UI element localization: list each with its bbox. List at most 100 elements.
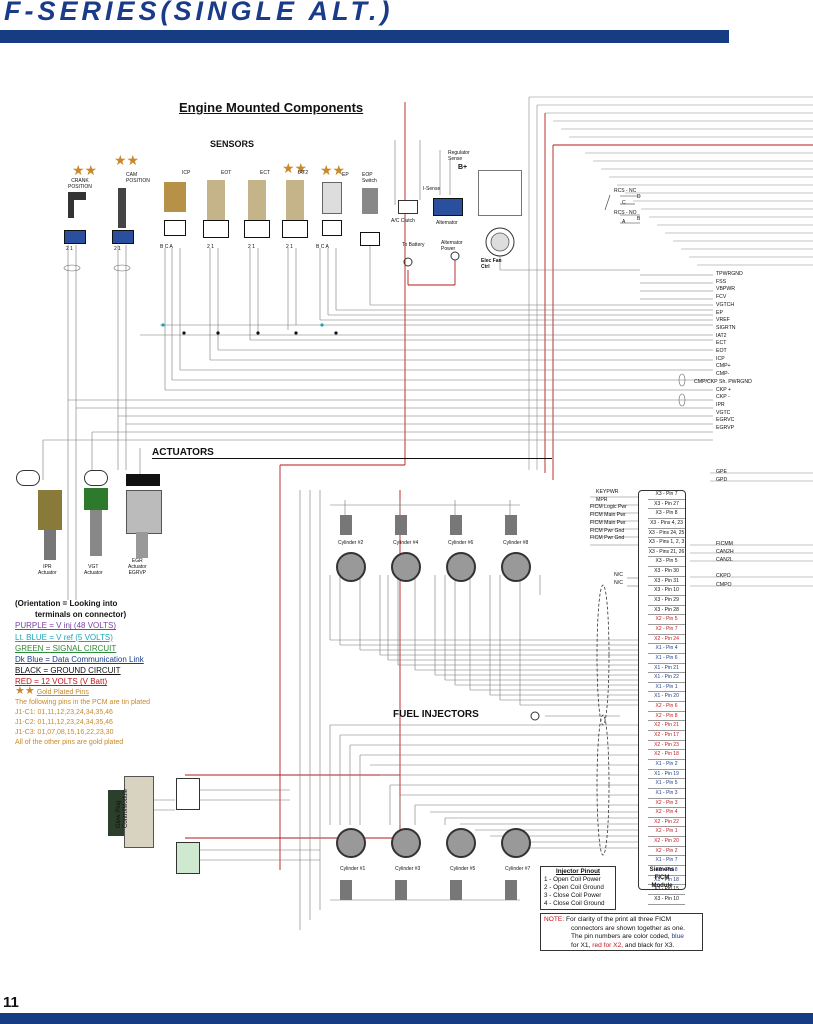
ficm-pin-row: X2 - Pin 3 xyxy=(648,799,685,809)
iat2-sensor-body xyxy=(286,180,304,220)
injector-top-6 xyxy=(450,515,462,535)
vgt-body xyxy=(84,488,108,510)
sensor-label: EOT xyxy=(221,170,232,176)
ficm-pin-row: X2 - Pin 5 xyxy=(648,615,685,625)
sensor-label: IAT2 xyxy=(298,170,309,176)
cylinder-1: Cylinder #1 xyxy=(330,826,374,876)
gold-marker: ★★ xyxy=(320,162,346,178)
cylinder-2: Cylinder #2 xyxy=(330,540,370,582)
cylinder-3: Cylinder #3 xyxy=(385,826,429,876)
sensor-label: CAM POSITION xyxy=(126,172,150,184)
ficm-pin-row: X1 - Pin 5 xyxy=(648,779,685,789)
signal-label-gpd: GPD xyxy=(716,477,728,483)
ficm-right-label: CAN2H xyxy=(716,549,734,555)
actuator-label: VGT Actuator xyxy=(84,564,103,576)
signal-label: CMP/CKP Sh. PWRGND xyxy=(694,378,752,385)
vgt-connector xyxy=(84,470,108,486)
glow-plug-module: Glow Plug ControlModule xyxy=(108,772,156,850)
sensor-ect: ECT 2 1 xyxy=(242,170,276,254)
sensor-pins: 2 1 xyxy=(66,246,73,252)
isense-label: I-Sense xyxy=(423,186,441,192)
legend: (Orientation = Looking into terminals on… xyxy=(15,598,144,688)
injector-pinout-item: 2 - Open Coil Ground xyxy=(544,884,604,891)
glow-plug-bracket xyxy=(108,790,124,836)
ficm-pin-row: X2 - Pin 8 xyxy=(648,712,685,722)
gold-title: ★★ Gold Plated Pins xyxy=(15,685,89,697)
injector-pinout-title: Injector Pinout xyxy=(555,868,601,875)
ficm-left-labels: KEYPWR MPR FICM Logic Pwr FICM Main Pwr … xyxy=(590,489,634,543)
note-line-1: NOTE: For clarity of the print all three… xyxy=(544,916,672,923)
page-title: F-SERIES(SINGLE ALT.) xyxy=(4,0,394,26)
actuator-label: IPR Actuator xyxy=(38,564,57,576)
cylinder-7: Cylinder #7 xyxy=(495,826,539,876)
injector-connector xyxy=(501,828,531,858)
signal-label: CKP - xyxy=(716,394,730,401)
fan-control-label: Elec Fan Ctrl xyxy=(481,258,502,270)
sensor-eot: EOT 2 1 xyxy=(201,170,235,254)
ficm-pin-row: X1 - Pin 19 xyxy=(648,770,685,780)
gold-line: J1-C1: 01,11,12,23,24,34,35,46 xyxy=(15,709,113,716)
eot-sensor-body xyxy=(207,180,225,220)
cylinder-5: Cylinder #5 xyxy=(440,826,484,876)
ficm-pin-row: X3 - Pin 10 xyxy=(648,895,685,905)
gold-marker: ★★ xyxy=(114,152,140,168)
ect-connector xyxy=(244,220,270,238)
signal-label: SIGRTN xyxy=(716,324,736,331)
sensor-eop-switch: EOP Switch xyxy=(356,172,390,254)
ipr-connector xyxy=(16,470,40,486)
injector-connector xyxy=(391,552,421,582)
legend-black: BLACK = GROUND CIRCUIT xyxy=(15,666,121,676)
injector-bottom-3 xyxy=(395,880,407,900)
nc-label-2: N/C xyxy=(614,580,623,586)
cylinder-label: Cylinder #3 xyxy=(395,866,421,872)
eop-connector xyxy=(360,232,380,246)
glow-plug-connector-1 xyxy=(176,778,200,810)
sensor-pins: 2 1 xyxy=(286,244,293,250)
ficm-pin-row: X2 - Pin 7 xyxy=(648,625,685,635)
relay-label-no: RCS - NO xyxy=(614,210,637,216)
signal-label: FCV xyxy=(716,294,727,301)
ficm-pin-row: X1 - Pin 2 xyxy=(648,760,685,770)
signal-label: VGTC xyxy=(716,409,731,416)
gold-marker: ★★ xyxy=(72,162,98,178)
ficm-pin-row: X1 - Pin 3 xyxy=(648,789,685,799)
ficm-pin-row: X1 - Pin 8 xyxy=(648,866,685,876)
sensor-label: ECT xyxy=(260,170,270,176)
ficm-right-label: FICMM xyxy=(716,541,733,547)
egr-connector xyxy=(126,474,160,486)
sensor-label: EOP Switch xyxy=(362,172,377,184)
sensor-pins: 2 1 xyxy=(248,244,255,250)
ficm-pin-row: X3 - Pin 29 xyxy=(648,596,685,606)
injector-top-2 xyxy=(340,515,352,535)
ficm-pin-row: X1 - Pin 22 xyxy=(648,673,685,683)
ficm-pin-row: X2 - Pin 6 xyxy=(648,702,685,712)
sensor-label: CRANK POSITION xyxy=(68,178,92,190)
cam-connector xyxy=(112,230,134,244)
alternator-connector xyxy=(433,198,463,216)
injector-top-8 xyxy=(505,515,517,535)
signal-label: CMP- xyxy=(716,371,730,378)
ficm-pin-row: X3 - Pin 15 xyxy=(648,885,685,895)
injector-connector xyxy=(336,828,366,858)
ficm-pin-row: X2 - Pin 4 xyxy=(648,808,685,818)
fuel-injectors-title: FUEL INJECTORS xyxy=(393,709,479,720)
gold-line: J1-C3: 01,07,08,15,16,22,23,30 xyxy=(15,729,114,736)
cylinder-label: Cylinder #5 xyxy=(450,866,476,872)
ficm-pin-row: X2 - Pin 20 xyxy=(648,837,685,847)
legend-dkblue: Dk Blue = Data Communication Link xyxy=(15,655,144,665)
ficm-pin-row: X1 - Pin 20 xyxy=(648,692,685,703)
ficm-pin-row: X3 - Pin 7 xyxy=(648,490,685,500)
injector-top-4 xyxy=(395,515,407,535)
ficm-pin-row: X3 - Pin 10 xyxy=(648,586,685,597)
ect-sensor-body xyxy=(248,180,266,220)
ficm-pin-row: X3 - Pin 27 xyxy=(648,500,685,510)
bplus-label: B+ xyxy=(458,164,468,171)
cylinder-label: Cylinder #4 xyxy=(393,540,419,546)
sensors-title: SENSORS xyxy=(210,139,255,149)
injector-pinout-item: 4 - Close Coil Ground xyxy=(544,900,605,907)
sensor-pins: 2 1 xyxy=(207,244,214,250)
gold-line: The following pins in the PCM are tin pl… xyxy=(15,699,151,706)
eop-sensor-body xyxy=(362,188,378,214)
injector-pinout-box: Injector Pinout 1 - Open Coil Power 2 - … xyxy=(540,866,616,910)
